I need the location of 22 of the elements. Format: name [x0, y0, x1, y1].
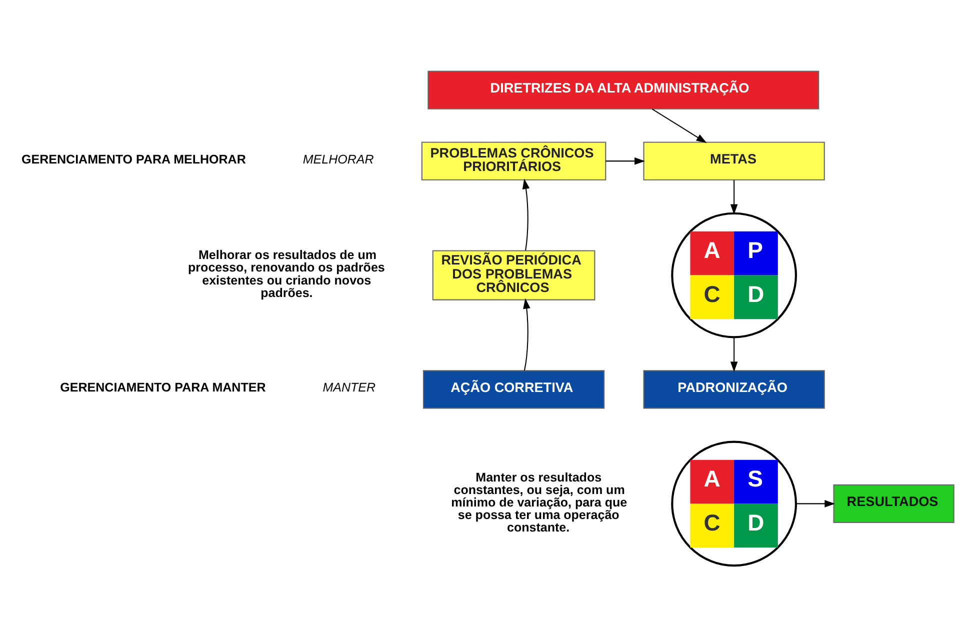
node-box: PADRONIZAÇÃO	[642, 370, 824, 409]
arrow	[522, 178, 530, 250]
label: GERENCIAMENTO PARA MELHORAR	[21, 152, 246, 166]
arrow	[605, 157, 644, 165]
node-box: METAS	[642, 142, 824, 180]
label: GERENCIAMENTO PARA MANTER	[60, 380, 266, 395]
arrow	[730, 337, 738, 372]
node-box: PROBLEMAS CRÔNICOS PRIORITÁRIOS	[420, 142, 606, 180]
label: MELHORAR	[302, 152, 374, 166]
node-box: REVISÃO PERIÓDICA DOS PROBLEMAS CRÔNICOS	[432, 250, 595, 300]
arrow	[730, 180, 738, 215]
label: Melhorar os resultados de um processo, renovando os padrões existentes ou criando novos padrões.	[188, 248, 384, 300]
arrow	[796, 500, 835, 508]
label: MANTER	[322, 380, 376, 395]
node-circle: A S C D	[670, 440, 796, 567]
node-box: AÇÃO CORRETIVA	[422, 370, 604, 409]
label: Manter os resultados constantes, ou seja, com um mínimo de variação, para que se possa ter uma operação constante.	[450, 470, 627, 534]
node-box: DIRETRIZES DA ALTA ADMINISTRAÇÃO	[427, 70, 819, 110]
arrow	[651, 108, 706, 144]
arrow	[522, 298, 530, 371]
node-box: RESULTADOS	[832, 484, 954, 524]
node-circle: A P C D	[670, 212, 796, 338]
